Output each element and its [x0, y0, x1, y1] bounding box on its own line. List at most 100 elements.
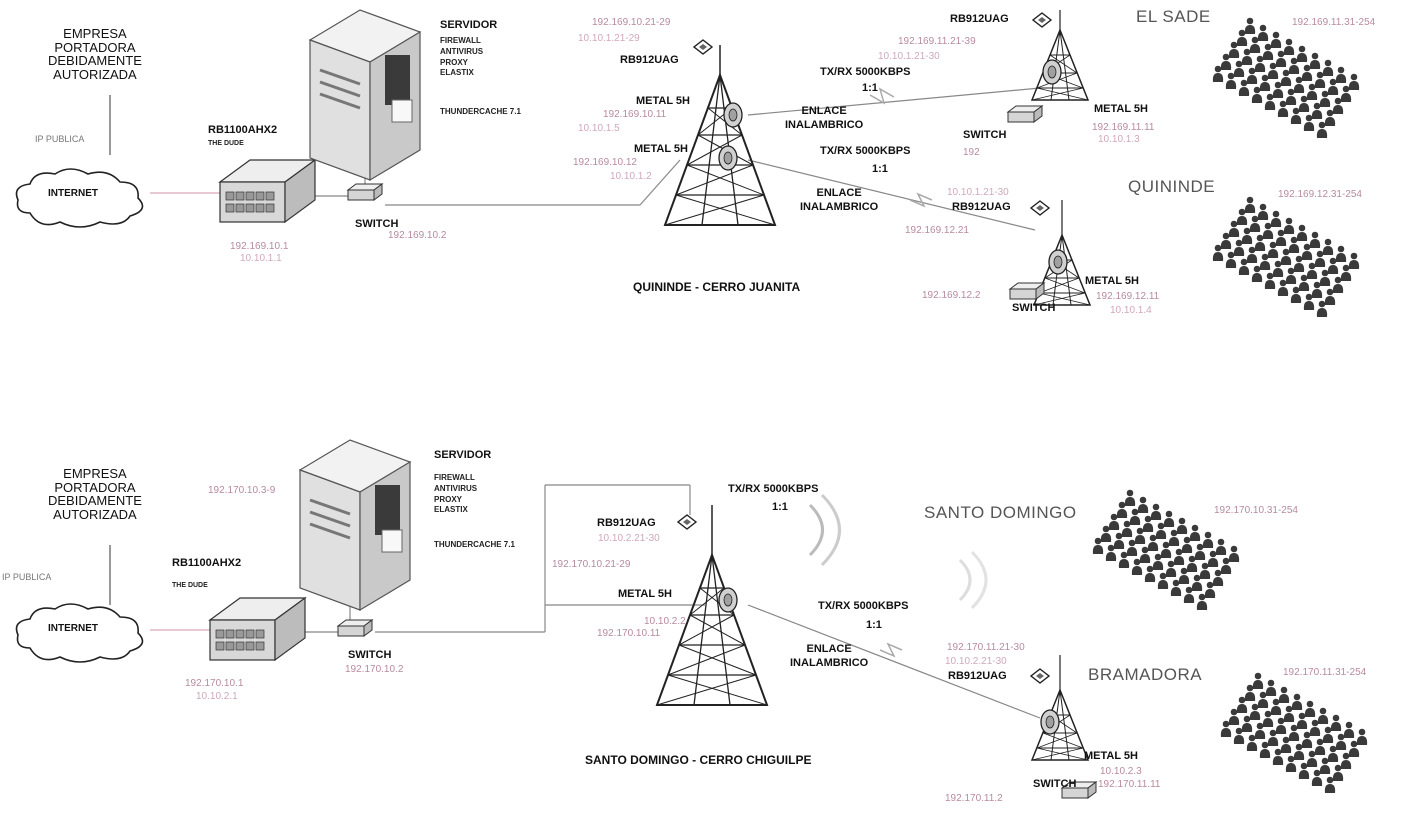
- switch-tower-line2: [639, 159, 681, 206]
- client-group-icon: [1212, 17, 1360, 138]
- client-person-icon: [1335, 66, 1347, 83]
- link1-enlace: ENLACE INALAMBRICO: [785, 105, 864, 132]
- tower-rate: TX/RX 5000KBPS: [728, 483, 819, 495]
- server-title: SERVIDOR: [440, 19, 498, 31]
- tower-name: QUININDE - CERRO JUANITA: [633, 280, 801, 294]
- antenna-icon: [1030, 668, 1050, 684]
- bramadora-metal-ip: 10.10.2.3: [1100, 766, 1142, 777]
- client-person-icon: [1304, 700, 1316, 717]
- client-group-icon: [1212, 196, 1360, 317]
- client-person-icon: [1356, 728, 1368, 745]
- switch-label: SWITCH: [348, 649, 392, 661]
- client-person-icon: [1291, 693, 1303, 710]
- tower-ip-range: 192.170.10.21-29: [552, 559, 631, 570]
- router-icon: [209, 597, 306, 661]
- metal-ip-secondary: 192.170.10.11: [597, 628, 661, 639]
- client-person-icon: [1283, 217, 1295, 234]
- client-person-icon: [1348, 252, 1360, 269]
- wireless-link-bramadora: [747, 604, 1041, 719]
- wireless-link-sade: [747, 87, 1041, 116]
- link-enlace: ENLACE INALAMBRICO: [790, 643, 869, 670]
- carrier-label: EMPRESA PORTADORA DEBIDAMENTE AUTORIZADA: [48, 466, 142, 522]
- bramadora-switch-ip: 192.170.11.2: [945, 793, 1003, 804]
- antenna-icon: [1032, 12, 1052, 28]
- dish-antenna-icon: [718, 145, 738, 171]
- client-person-icon: [1283, 38, 1295, 55]
- bramadora-ip-range-secondary: 10.10.2.21-30: [945, 656, 1007, 667]
- switch-icon: [337, 619, 373, 637]
- tower-ratio: 1:1: [772, 501, 788, 513]
- ip-publica-label: IP PUBLICA: [2, 572, 52, 582]
- client-person-icon: [1270, 31, 1282, 48]
- metal2-label: METAL 5H: [634, 143, 688, 155]
- sade-ip-range: 192.169.11.21-39: [898, 36, 976, 47]
- client-person-icon: [1257, 203, 1269, 220]
- bramadora-ip-range: 192.170.11.21-30: [947, 642, 1025, 653]
- switch-icon: [347, 183, 383, 201]
- quininde-metal-label: METAL 5H: [1085, 275, 1139, 287]
- client-person-icon: [1257, 24, 1269, 41]
- link2-rate: TX/RX 5000KBPS: [820, 145, 911, 157]
- tower-ip-range-secondary: 10.10.2.21-30: [598, 533, 660, 544]
- switch-label: SWITCH: [355, 218, 399, 230]
- client-person-icon: [1163, 510, 1175, 527]
- client-person-icon: [1317, 707, 1329, 724]
- client-person-icon: [1124, 489, 1136, 506]
- tower-icon: [1031, 689, 1089, 761]
- ip-publica-label: IP PUBLICA: [35, 134, 85, 144]
- server-cache: THUNDERCACHE 7.1: [440, 107, 521, 116]
- link-ratio: 1:1: [866, 619, 882, 631]
- antenna-icon: [1030, 200, 1050, 216]
- internet-label: INTERNET: [48, 188, 98, 199]
- internet-label: INTERNET: [48, 623, 98, 634]
- sade-metal-ip-secondary: 10.10.1.3: [1098, 134, 1140, 145]
- wireless-link-icon: [869, 87, 895, 105]
- bramadora-rb-label: RB912UAG: [948, 670, 1007, 682]
- switch-icon: [1007, 105, 1043, 123]
- wireless-link-quininde: [747, 159, 1036, 231]
- sade-switch-label: SWITCH: [963, 129, 1007, 141]
- metal1-ip-secondary: 10.10.1.5: [578, 123, 620, 134]
- client-person-icon: [1278, 686, 1290, 703]
- router-sub-label: THE DUDE: [208, 140, 244, 147]
- server-icon: [308, 8, 422, 182]
- antenna-icon: [693, 39, 713, 55]
- quininde-ip-range-secondary: 10.10.1.21-30: [947, 187, 1009, 198]
- router-ip: 192.170.10.1: [185, 678, 244, 689]
- link-rate: TX/RX 5000KBPS: [818, 600, 909, 612]
- server-ip: 192.170.10.3-9: [208, 485, 276, 496]
- switch-ip: 192.169.10.2: [388, 230, 447, 241]
- quininde-rb-label: RB912UAG: [952, 201, 1011, 213]
- client-person-icon: [1296, 45, 1308, 62]
- router-label: RB1100AHX2: [172, 557, 242, 569]
- server-icon: [298, 438, 412, 612]
- switch-icon: [1009, 282, 1045, 300]
- metal2-ip-secondary: 10.10.1.2: [610, 171, 652, 182]
- bramadora-switch-label: SWITCH: [1033, 778, 1077, 790]
- sade-metal-label: METAL 5H: [1094, 103, 1148, 115]
- link1-ratio: 1:1: [862, 82, 878, 94]
- client-person-icon: [1244, 17, 1256, 34]
- quininde-ip: 192.169.12.21: [905, 225, 969, 236]
- server-title: SERVIDOR: [434, 449, 492, 461]
- wireless-link-icon: [879, 642, 903, 658]
- link2-ratio: 1:1: [872, 163, 888, 175]
- bramadora-client-range: 192.170.11.31-254: [1283, 667, 1367, 678]
- metal1-label: METAL 5H: [636, 95, 690, 107]
- metal1-ip: 192.169.10.11: [603, 109, 667, 120]
- metal-label: METAL 5H: [618, 588, 672, 600]
- tower-ip-range-secondary: 10.10.1.21-29: [578, 33, 640, 44]
- client-person-icon: [1150, 503, 1162, 520]
- client-person-icon: [1265, 679, 1277, 696]
- server-services: FIREWALL ANTIVIRUS PROXY ELASTIX: [440, 36, 484, 78]
- bramadora-metal-label: METAL 5H: [1084, 750, 1138, 762]
- server-services: FIREWALL ANTIVIRUS PROXY ELASTIX: [434, 473, 478, 515]
- server-cache: THUNDERCACHE 7.1: [434, 540, 515, 549]
- tower-rb-label: RB912UAG: [597, 517, 656, 529]
- client-person-icon: [1244, 196, 1256, 213]
- router-icon: [219, 159, 316, 223]
- top-network: [15, 8, 1360, 317]
- sade-switch-ip: 192: [963, 147, 980, 158]
- dish-antenna-icon: [1042, 59, 1062, 85]
